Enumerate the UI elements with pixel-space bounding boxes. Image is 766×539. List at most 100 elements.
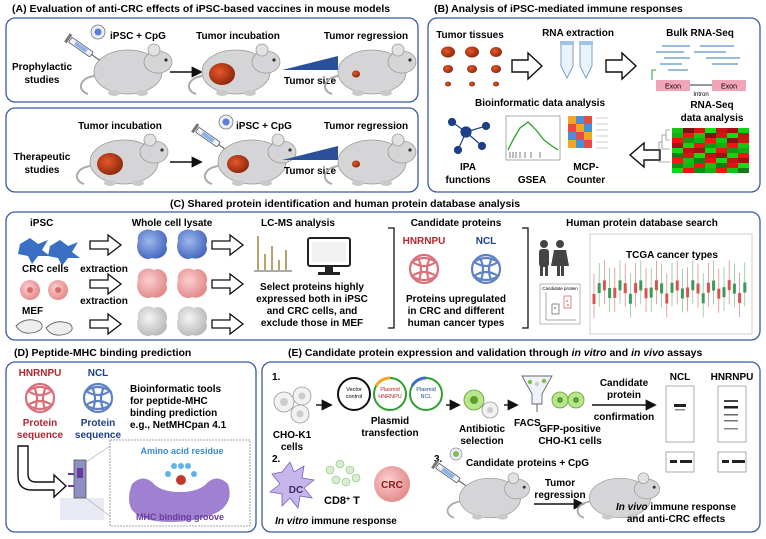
heatmap-cell [716,143,727,148]
heatmap-cell [694,163,705,168]
heatmap-cell [683,148,694,153]
heatmap-cell [738,148,749,153]
hnrnpu-protein-icon [408,253,440,285]
panel-d-box [5,361,257,533]
tumor-regression-1: Tumor [545,478,575,489]
candidate-label-1: Candidate [600,378,649,389]
plasmid-label-1: Plasmid [371,416,409,427]
tumor-tissues-label: Tumor tissues [436,30,504,41]
panel-e-box [261,361,761,533]
hollow-arrow-c5 [211,272,245,296]
confirmation-label: confirmation [594,412,655,423]
candidate-label-2: protein [607,390,641,401]
prophylactic-label-1: Prophylactic [12,62,72,73]
heatmap-cell [672,163,683,168]
read-lines [656,45,740,71]
plasmid-label-2: transfection [361,428,418,439]
tcga-box [696,283,700,294]
tumor-large [209,63,235,85]
heatmap-cell [738,163,749,168]
heatmap-cell [705,148,716,153]
tcga-box [712,280,716,291]
heatmap-cell [683,138,694,143]
panel-c-box [5,211,761,341]
tcell-dots [325,459,361,487]
therapeutic-mouse-1 [75,133,169,187]
tcga-box [680,288,684,299]
heatmap-cell [716,148,727,153]
tools-text-2: for peptide-MHC [130,396,208,407]
upreg-text-1: Proteins upregulated [406,294,506,305]
panel-d-title: (D) Peptide-MHC binding prediction [14,347,191,359]
heatmap-cell [683,158,694,163]
heatmap-cell [738,153,749,158]
heatmap-cell [738,168,749,173]
tcga-box [634,282,638,293]
rnaseq-analysis-2: data analysis [681,113,744,124]
therapeutic-step2: iPSC + CpG [236,121,292,132]
heatmap-cell [738,138,749,143]
prophylactic-box [5,17,419,103]
panel-b-title: (B) Analysis of iPSC-mediated immune res… [434,3,683,15]
heatmap-cell [672,153,683,158]
hollow-arrow-c3 [89,312,123,336]
prophylactic-label-2: studies [24,75,59,86]
heatmap-cell [683,163,694,168]
svg-text:Exon: Exon [665,84,681,91]
heatmap-cell [727,143,738,148]
gfp-positive-cells [551,391,585,409]
heatmap-cell [705,143,716,148]
dc-cell-icon: DC [269,461,315,509]
upreg-text-2: in CRC and different [408,306,505,317]
plasmid-ncl-icon: Plasmid NCL [409,376,443,411]
heatmap-cell [727,153,738,158]
heatmap-cell [672,158,683,163]
select-text-1: Select proteins highly [260,282,364,293]
tcga-box [660,283,664,294]
ms-spectrum-icon [254,236,292,272]
heatmap-cell [716,128,727,133]
tools-text-3: binding prediction [130,408,217,419]
hollow-arrow-c4 [211,233,245,257]
tcga-label: TCGA cancer types [626,250,718,261]
lcms-label: LC-MS analysis [261,218,335,229]
heatmap-cell [683,168,694,173]
hnrnpu-western-blot [717,385,747,473]
hollow-arrow-c2 [89,272,123,296]
cd8-label: CD8+ T [324,495,360,507]
mhc-groove-shape [129,478,230,522]
heatmap-cell [672,133,683,138]
cho-label-1: CHO-K1 [273,430,312,441]
panel-e: (E) Candidate protein expression and val… [261,347,761,533]
rnaseq-heatmap [658,128,749,173]
prophylactic-step2: Tumor incubation [196,31,280,42]
hnrnpu-label-d: HNRNPU [19,368,62,379]
heatmap-cell [672,168,683,173]
hnrnpu-protein-icon-d [24,382,56,414]
tools-text-1: Bioinformatic tools [130,384,222,395]
svg-text:CRC: CRC [381,480,403,491]
heatmap-cell [705,133,716,138]
heatmap-cell [727,163,738,168]
gfp-label-2: CHO-K1 cells [538,436,602,447]
tcga-box [592,294,596,304]
exon-1 [656,80,690,91]
prophylactic-tumor-size: Tumor size [284,76,336,87]
candidate-inset-plot: Candidate protein [539,283,581,325]
tcga-box [644,288,648,299]
heatmap-cell [705,163,716,168]
heatmap-cell [738,133,749,138]
amino-acid-label: Amino acid residue [140,446,223,456]
step1-number: 1. [272,372,281,383]
select-text-2: expressed both in iPSC [256,294,368,305]
candidate-proteins-label: Candidate proteins [411,218,502,229]
ncl-protein-icon [470,253,502,285]
amino-acid-beads [165,463,197,485]
heatmap-cell [716,168,727,173]
protein-seq-1a: Protein [23,418,57,429]
heatmap-cell [727,138,738,143]
hollow-arrow-left [628,141,661,169]
prophylactic-step1: iPSC + CpG [110,31,166,42]
tcga-plot: TCGA cancer types [589,233,753,335]
heatmap-cell [683,133,694,138]
